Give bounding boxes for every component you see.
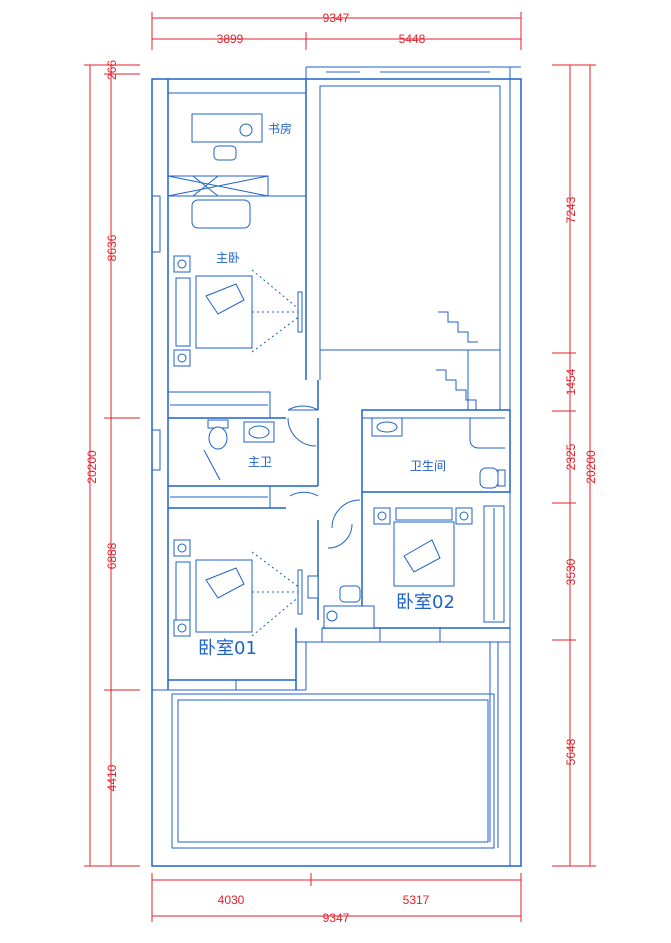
dim-right-c: 2325 bbox=[564, 443, 578, 470]
walls bbox=[151, 66, 522, 867]
dim-top-right: 5448 bbox=[399, 32, 426, 46]
dim-right-e: 5648 bbox=[564, 738, 578, 765]
dim-bottom-left: 4030 bbox=[218, 893, 245, 907]
furniture bbox=[170, 113, 506, 637]
room-label-bedroom-01: 卧室01 bbox=[198, 638, 257, 659]
dim-bottom-right: 5317 bbox=[403, 893, 430, 907]
dim-top-total: 9347 bbox=[323, 11, 350, 25]
dim-left-top: 266 bbox=[105, 60, 119, 80]
dim-left-total: 20200 bbox=[85, 450, 99, 484]
dim-left-c: 4410 bbox=[105, 764, 119, 791]
dim-right-total: 20200 bbox=[584, 450, 598, 484]
dim-right-b: 1454 bbox=[564, 368, 578, 395]
dim-left-a: 8636 bbox=[105, 234, 119, 261]
dim-right-a: 7243 bbox=[564, 196, 578, 223]
dim-top-left: 3899 bbox=[217, 32, 244, 46]
dimension-lines bbox=[84, 12, 596, 922]
dim-left-b: 6888 bbox=[105, 542, 119, 569]
dim-right-d: 3530 bbox=[564, 558, 578, 585]
room-label-master-bedroom: 主卧 bbox=[216, 251, 240, 265]
dim-bottom-total: 9347 bbox=[323, 911, 350, 925]
room-label-bedroom-02: 卧室02 bbox=[396, 592, 455, 613]
room-label-bathroom: 卫生间 bbox=[410, 459, 446, 473]
room-label-study: 书房 bbox=[268, 121, 292, 136]
room-label-master-bath: 主卫 bbox=[248, 455, 272, 469]
